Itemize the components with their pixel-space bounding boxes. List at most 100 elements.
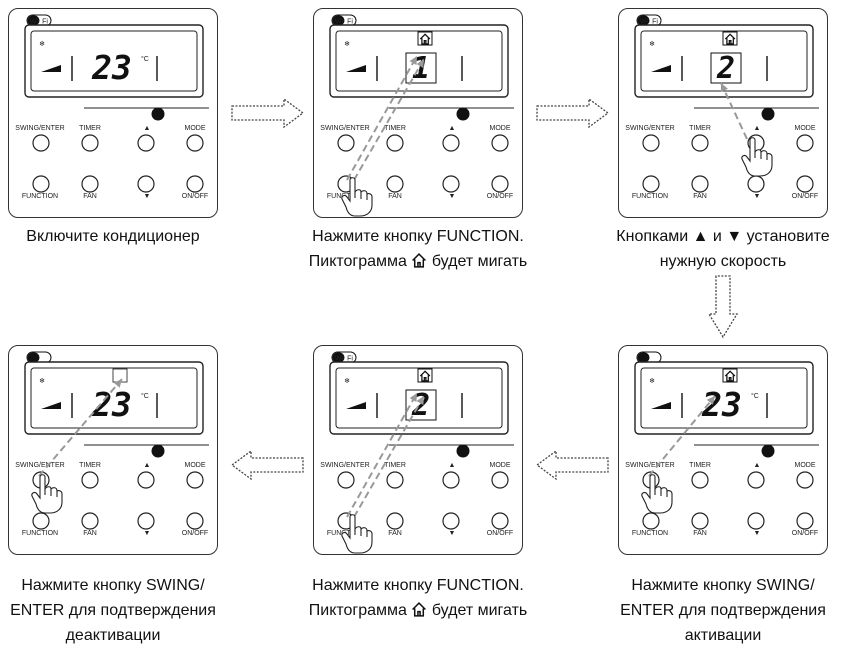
snowflake-icon: ❄ (649, 40, 655, 48)
timer-button[interactable] (691, 471, 709, 489)
timer-button[interactable] (386, 471, 404, 489)
on-off-button[interactable] (491, 175, 509, 193)
snowflake-icon: ❄ (344, 377, 350, 385)
speed-value: 1 (412, 51, 430, 86)
down-button[interactable] (442, 175, 460, 193)
timer-button[interactable] (81, 471, 99, 489)
arrow-left-1 (535, 449, 609, 481)
pointing-hand-icon (341, 514, 373, 554)
guide-arrow-0-head (409, 393, 417, 402)
mode-button[interactable] (491, 471, 509, 489)
mode-button[interactable] (186, 134, 204, 152)
timer-button[interactable] (81, 134, 99, 152)
mode-button[interactable] (186, 471, 204, 489)
down-button-label: ▼ (449, 530, 456, 537)
mode-button-label: MODE (795, 462, 816, 469)
up-button-label: ▲ (144, 462, 151, 469)
swing-enter-button-label: SWING/ENTER (320, 125, 369, 132)
speed-value-box (405, 52, 437, 84)
swing-enter-button[interactable] (337, 471, 355, 489)
fan-button-label: FAN (388, 530, 402, 537)
remote-step-5: WiFi❄2SWING/ENTERTIMER▲MODEFUNCTIONFAN▼O… (313, 345, 523, 555)
fan-button[interactable] (81, 175, 99, 193)
fan-button[interactable] (386, 175, 404, 193)
mode-button[interactable] (796, 471, 814, 489)
on-off-button[interactable] (186, 512, 204, 530)
caption-step-2: Нажмите кнопку FUNCTION.Пиктограмма буде… (288, 224, 548, 274)
timer-button[interactable] (386, 134, 404, 152)
function-button-label: FUNCTION (22, 193, 58, 200)
function-button[interactable] (642, 175, 660, 193)
on-off-button-label: ON/OFF (487, 193, 513, 200)
status-led (151, 444, 165, 458)
guide-arrow-0 (648, 395, 716, 477)
status-led (151, 107, 165, 121)
on-off-button[interactable] (796, 512, 814, 530)
caption-line: Нажмите кнопку SWING/ (21, 577, 205, 594)
down-button[interactable] (747, 175, 765, 193)
timer-button-label: TIMER (79, 125, 101, 132)
pointing-hand-icon (341, 177, 373, 217)
down-button[interactable] (442, 512, 460, 530)
guide-arrow-1-head (416, 59, 424, 68)
up-button[interactable] (747, 471, 765, 489)
house-icon (419, 33, 431, 45)
mode-button-label: MODE (185, 125, 206, 132)
arrow-right-2 (536, 97, 610, 129)
timer-button-label: TIMER (384, 462, 406, 469)
guide-arrow-0-head (113, 379, 122, 388)
timer-button[interactable] (691, 134, 709, 152)
function-button[interactable] (32, 175, 50, 193)
up-button-label: ▲ (449, 125, 456, 132)
on-off-button[interactable] (491, 512, 509, 530)
up-button-label: ▲ (754, 125, 761, 132)
mode-button[interactable] (796, 134, 814, 152)
up-button[interactable] (137, 134, 155, 152)
up-button[interactable] (137, 471, 155, 489)
swing-enter-button-label: SWING/ENTER (15, 462, 64, 469)
swing-enter-button[interactable] (32, 134, 50, 152)
fan-level-bar (346, 65, 366, 72)
up-button-label: ▲ (144, 125, 151, 132)
fan-button-label: FAN (388, 193, 402, 200)
down-button-label: ▼ (144, 193, 151, 200)
on-off-button[interactable] (186, 175, 204, 193)
swing-enter-button[interactable] (642, 134, 660, 152)
pointing-hand-icon (31, 474, 63, 514)
fan-level-bar (346, 402, 366, 409)
function-button[interactable] (642, 512, 660, 530)
mode-button-label: MODE (490, 125, 511, 132)
function-button-label: FUNCTION (632, 530, 668, 537)
fan-button[interactable] (386, 512, 404, 530)
on-off-button-label: ON/OFF (792, 193, 818, 200)
down-button[interactable] (747, 512, 765, 530)
wifi-label-right: Fi (652, 19, 658, 26)
arrow-down (707, 275, 739, 339)
mode-button[interactable] (491, 134, 509, 152)
speed-value: 2 (411, 388, 430, 423)
temperature-value: 23 (91, 48, 132, 87)
function-button[interactable] (32, 512, 50, 530)
mode-button-label: MODE (795, 125, 816, 132)
up-button[interactable] (442, 471, 460, 489)
on-off-button[interactable] (796, 175, 814, 193)
caption-line: ENTER для подтверждения (10, 602, 216, 619)
caption-line: Пиктограмма будет мигать (308, 253, 528, 270)
fan-button[interactable] (691, 512, 709, 530)
down-button[interactable] (137, 512, 155, 530)
temperature-unit: °C (751, 392, 759, 400)
timer-button-label: TIMER (79, 462, 101, 469)
house-icon (412, 253, 427, 268)
pointing-hand-icon (741, 137, 773, 177)
up-button[interactable] (442, 134, 460, 152)
down-button[interactable] (137, 175, 155, 193)
down-button-label: ▼ (449, 193, 456, 200)
caption-line: активации (684, 627, 762, 644)
caption-line: нужную скорость (659, 253, 787, 270)
fan-button[interactable] (691, 175, 709, 193)
fan-button[interactable] (81, 512, 99, 530)
swing-enter-button[interactable] (337, 134, 355, 152)
mode-button-label: MODE (490, 462, 511, 469)
